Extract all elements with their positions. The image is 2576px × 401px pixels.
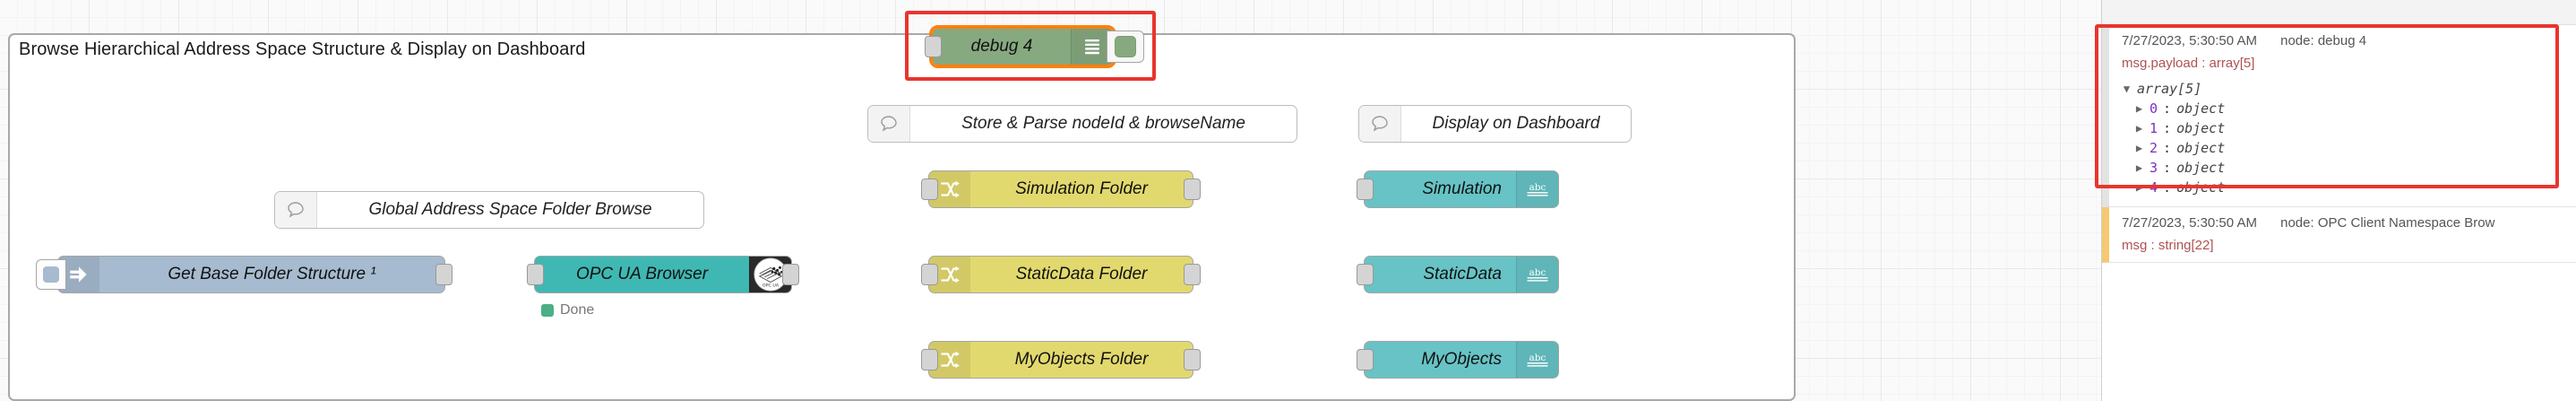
node-status-opc-ua-browser: Done: [541, 302, 594, 318]
node-label: Get Base Folder Structure ¹: [168, 265, 376, 283]
svg-text:OPC UA: OPC UA: [762, 283, 780, 288]
chevron-right-icon[interactable]: ▶: [2135, 142, 2143, 154]
chevron-right-icon[interactable]: ▶: [2135, 122, 2143, 135]
status-text: Done: [560, 302, 595, 318]
debug-item-key: 1: [2150, 120, 2158, 136]
debug-toggle-glyph: [1115, 36, 1136, 57]
abc-icon: abc: [1516, 342, 1558, 378]
debug-lines-icon: [1071, 29, 1113, 65]
debug-tree-root-label: array[5]: [2137, 81, 2202, 97]
status-dot-icon: [541, 304, 554, 317]
debug-item-separator: :: [2163, 140, 2172, 156]
debug-tree-item[interactable]: ▶ 4 : object: [2122, 178, 2563, 197]
debug-item-value: object: [2176, 140, 2226, 156]
debug-item-separator: :: [2163, 160, 2172, 176]
debug-tree-root[interactable]: ▼ array[5]: [2122, 79, 2563, 99]
node-myobjects-output[interactable]: MyObjects abc: [1357, 341, 1559, 379]
output-port[interactable]: [1184, 264, 1201, 285]
input-port[interactable]: [921, 179, 938, 200]
debug-source: node: debug 4: [2280, 33, 2367, 48]
comment-global-address-space-folder-browse[interactable]: Global Address Space Folder Browse: [274, 191, 704, 229]
comment-label: Display on Dashboard: [1432, 114, 1600, 133]
debug-item-key: 0: [2150, 100, 2158, 117]
chevron-right-icon[interactable]: ▶: [2135, 181, 2143, 194]
svg-text:abc: abc: [1529, 182, 1546, 193]
debug-item-value: object: [2176, 160, 2226, 176]
flow-group-label: Browse Hierarchical Address Space Struct…: [19, 39, 586, 59]
comment-display-on-dashboard[interactable]: Display on Dashboard: [1358, 105, 1632, 143]
debug-tree-item[interactable]: ▶ 0 : object: [2122, 99, 2563, 118]
debug-item-key: 2: [2150, 140, 2158, 156]
node-label: StaticData: [1423, 265, 1502, 283]
comment-bubble-icon: [868, 106, 910, 142]
debug-item-key: 4: [2150, 179, 2158, 196]
debug-source: node: OPC Client Namespace Brow: [2280, 215, 2495, 231]
debug-payload-tree[interactable]: ▼ array[5] ▶ 0 : object ▶ 1 : object ▶: [2122, 79, 2563, 197]
debug-topic: msg.payload : array[5]: [2122, 56, 2255, 71]
debug-message[interactable]: 7/27/2023, 5:30:50 AM node: debug 4 msg.…: [2102, 25, 2576, 207]
output-port[interactable]: [435, 264, 452, 285]
debug-enable-toggle-button[interactable]: [1107, 31, 1144, 63]
output-port[interactable]: [1184, 179, 1201, 200]
node-label: StaticData Folder: [1015, 265, 1148, 283]
flow-canvas[interactable]: Browse Hierarchical Address Space Struct…: [0, 0, 2101, 401]
node-label: debug 4: [970, 37, 1033, 56]
inject-button-glyph: [43, 266, 59, 283]
debug-topic: msg : string[22]: [2122, 238, 2214, 253]
abc-icon: abc: [1516, 171, 1558, 207]
comment-bubble-icon: [1359, 106, 1401, 142]
svg-text:abc: abc: [1529, 267, 1546, 278]
debug-item-separator: :: [2163, 179, 2172, 196]
node-label: MyObjects: [1421, 350, 1502, 369]
node-label: Simulation: [1422, 179, 1502, 198]
comment-bubble-icon: [275, 192, 317, 228]
debug-item-value: object: [2176, 179, 2226, 196]
debug-item-separator: :: [2163, 120, 2172, 136]
node-label: OPC UA Browser: [575, 265, 709, 283]
debug-item-value: object: [2176, 120, 2226, 136]
output-port[interactable]: [782, 264, 799, 285]
debug-timestamp: 7/27/2023, 5:30:50 AM: [2122, 215, 2257, 231]
input-port[interactable]: [1357, 349, 1374, 370]
node-myobjects-folder[interactable]: MyObjects Folder: [921, 341, 1201, 379]
chevron-right-icon[interactable]: ▶: [2135, 102, 2143, 115]
node-staticdata-folder[interactable]: StaticData Folder: [921, 256, 1201, 293]
node-simulation-output[interactable]: Simulation abc: [1357, 170, 1559, 208]
debug-message-header: 7/27/2023, 5:30:50 AM node: debug 4: [2122, 33, 2563, 48]
abc-icon: abc: [1516, 257, 1558, 292]
input-port[interactable]: [1357, 264, 1374, 285]
inject-trigger-button[interactable]: [36, 259, 66, 290]
debug-sidebar: 7/27/2023, 5:30:50 AM node: debug 4 msg.…: [2095, 0, 2576, 401]
node-debug-4[interactable]: debug 4: [925, 25, 1144, 68]
node-simulation-folder[interactable]: Simulation Folder: [921, 170, 1201, 208]
debug-message[interactable]: 7/27/2023, 5:30:50 AM node: OPC Client N…: [2102, 207, 2576, 263]
chevron-down-icon[interactable]: ▼: [2123, 83, 2131, 95]
node-staticdata-output[interactable]: StaticData abc: [1357, 256, 1559, 293]
debug-item-key: 3: [2150, 160, 2158, 176]
comment-label: Store & Parse nodeId & browseName: [961, 114, 1245, 133]
debug-item-separator: :: [2163, 100, 2172, 117]
node-label: MyObjects Folder: [1014, 350, 1149, 369]
debug-tree-item[interactable]: ▶ 3 : object: [2122, 158, 2563, 178]
opc-ua-logo-icon: OPC UA: [749, 257, 791, 292]
debug-sidebar-toolbar[interactable]: [2102, 0, 2576, 25]
debug-tree-item[interactable]: ▶ 1 : object: [2122, 118, 2563, 138]
chevron-right-icon[interactable]: ▶: [2135, 161, 2143, 174]
debug-item-value: object: [2176, 100, 2226, 117]
comment-store-parse-nodeid-browsename[interactable]: Store & Parse nodeId & browseName: [867, 105, 1297, 143]
input-port[interactable]: [1357, 179, 1374, 200]
node-get-base-folder-structure[interactable]: Get Base Folder Structure ¹: [36, 256, 452, 293]
node-label: Simulation Folder: [1015, 179, 1148, 198]
svg-text:abc: abc: [1529, 353, 1546, 363]
input-port[interactable]: [925, 36, 942, 57]
debug-tree-item[interactable]: ▶ 2 : object: [2122, 138, 2563, 158]
comment-label: Global Address Space Folder Browse: [368, 200, 652, 219]
debug-message-header: 7/27/2023, 5:30:50 AM node: OPC Client N…: [2122, 215, 2563, 231]
input-port[interactable]: [921, 349, 938, 370]
input-port[interactable]: [921, 264, 938, 285]
node-opc-ua-browser[interactable]: OPC UA Browser OPC UA: [527, 256, 799, 293]
debug-timestamp: 7/27/2023, 5:30:50 AM: [2122, 33, 2257, 48]
output-port[interactable]: [1184, 349, 1201, 370]
input-port[interactable]: [527, 264, 544, 285]
